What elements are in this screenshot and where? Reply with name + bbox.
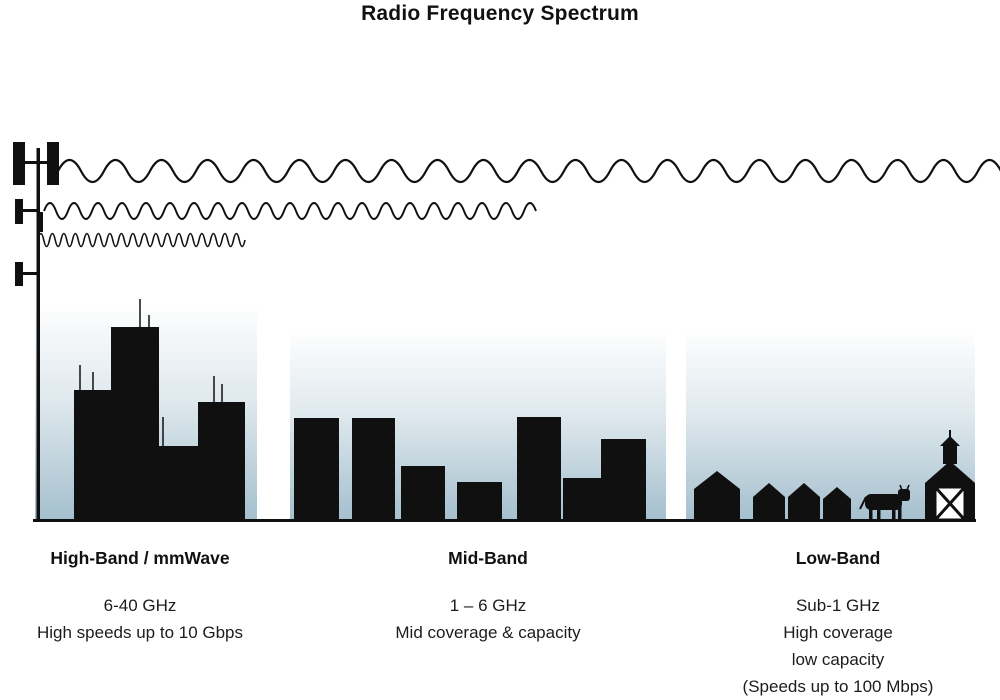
house <box>788 483 820 520</box>
mid-band-coverage: Mid coverage & capacity <box>395 623 581 642</box>
skyscraper <box>198 402 245 520</box>
cow-icon <box>859 484 910 520</box>
high-band-details: 6-40 GHz High speeds up to 10 Gbps <box>0 592 290 646</box>
rural-houses-icon <box>694 471 851 520</box>
skyscraper <box>74 390 111 520</box>
low-band-coverage: High coverage <box>783 623 893 642</box>
high-band-speed: High speeds up to 10 Gbps <box>36 623 244 642</box>
high-band-label: High-Band / mmWave <box>50 548 230 568</box>
house <box>753 483 785 520</box>
barn-icon <box>925 430 975 522</box>
low-band-frequency: Sub-1 GHz <box>795 596 881 615</box>
low-band-speed: (Speeds up to 100 Mbps) <box>742 677 934 696</box>
city-skyline-icon <box>74 299 245 520</box>
skyscraper <box>111 327 159 520</box>
mid-band-frequency: 1 – 6 GHz <box>449 596 527 615</box>
mid-band-details: 1 – 6 GHz Mid coverage & capacity <box>338 592 638 646</box>
building <box>517 417 561 520</box>
mid-band-label: Mid-Band <box>448 548 528 568</box>
page-title: Radio Frequency Spectrum <box>361 2 639 25</box>
building <box>352 418 395 520</box>
building <box>294 418 339 520</box>
town-buildings-icon <box>294 417 646 520</box>
building <box>601 439 646 520</box>
house <box>823 487 851 520</box>
low-band-label: Low-Band <box>795 548 881 568</box>
cell-tower-icon <box>13 142 59 520</box>
building <box>457 482 502 520</box>
house <box>694 471 740 520</box>
long-wave-icon <box>57 158 1000 184</box>
skyscraper <box>159 446 198 520</box>
high-band-frequency: 6-40 GHz <box>103 596 177 615</box>
medium-wave-icon <box>43 202 537 220</box>
short-wave-icon <box>37 232 246 248</box>
low-band-capacity: low capacity <box>791 650 885 669</box>
building <box>401 466 445 520</box>
building <box>563 478 602 520</box>
low-band-details: Sub-1 GHz High coverage low capacity (Sp… <box>688 592 988 700</box>
